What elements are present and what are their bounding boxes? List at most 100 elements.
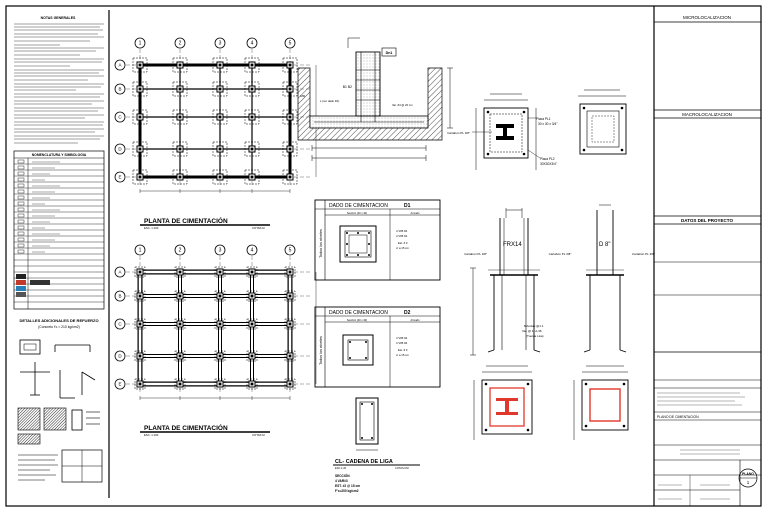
dado-d2-table: DADO DE CIMENTACION D2 Todos los niveles… (314, 306, 441, 388)
section-b-label: B1 B2 (343, 85, 352, 89)
anchor-line3: (Tuerca Lisa) (526, 334, 544, 338)
plan2-title: PLANTA DE CIMENTACIÓN (144, 423, 228, 432)
anchor-line2: Var. @ 1" A-36 (522, 329, 542, 333)
plan1-col-axis-1 (134, 37, 146, 49)
dado2-bar1: 4 V#5 #4 (396, 336, 408, 340)
plan1-row-axis-4 (114, 143, 126, 155)
plan1-row-axis-1 (114, 59, 126, 71)
foundation-plan-1: 1 2 3 4 5A B C D E (114, 37, 317, 193)
project-label: DATOS DEL PROYECTO (681, 218, 733, 223)
dado1-armado: Armado (410, 211, 420, 215)
plan1-row-axis-label: D (118, 147, 122, 152)
plan1-col-axis-3 (214, 37, 226, 49)
plan2-col-axis-label: 5 (289, 248, 292, 254)
sheet-number: 1 (747, 480, 750, 485)
dado-d1-table: DADO DE CIMENTACION D1 Todos los niveles… (314, 199, 441, 281)
plan2-col-axis-1 (134, 244, 146, 256)
chain-title: CL- CADENA DE LIGA (335, 459, 393, 465)
chain-spec4: F'c=200 kg/cm2 (335, 489, 359, 493)
section-right-note: Var. #4 @ 20 cm (392, 103, 413, 107)
plan2-unit: COTAS:M (252, 433, 265, 437)
plan2-row-axis-4 (114, 350, 126, 362)
plan1-col-axis-4 (246, 37, 258, 49)
plan2-col-axis-2 (174, 244, 186, 256)
dado1-bar1: 4 V#5 #4 (396, 229, 408, 233)
dado2-side: Todos los niveles (319, 336, 323, 365)
plan2-col-axis-label: 3 (219, 248, 222, 254)
sheet-label: PLANO (742, 472, 754, 476)
plan1-row-axis-label: E (118, 175, 121, 180)
plan2-row-axis-label: D (118, 354, 122, 359)
notes-column: NOTAS GENERALES NOMENCLATURA Y SIMBOLOGI… (13, 16, 105, 483)
details-subtitle: (Concreto f'c = 210 kg/cm2) (38, 325, 80, 329)
titleblock-textlines (657, 392, 745, 500)
plate-pl2: Placa PL2 (540, 157, 555, 161)
plan1-row-axis-label: C (118, 115, 122, 120)
anchor-line1: 8 Anclas @1.1 (524, 324, 544, 328)
elev-cart-left: Cartabón PL 3/8" (464, 252, 487, 256)
base-plate-details: Cartabón PL 3/8" Placa PL1 30 x 30 x 3/4… (447, 89, 627, 170)
plan2-scale: ESC. 1:100 (144, 433, 159, 437)
elev-cart-mid: Cartabón PL 3/8" (549, 252, 572, 256)
plan2-row-axis-label: B (118, 294, 121, 299)
plan1-col-axis-2 (174, 37, 186, 49)
plan2-row-axis-1 (114, 266, 126, 278)
plan1-col-axis-label: 2 (179, 41, 182, 47)
dado2-spacing: c/ a 15 cm (396, 353, 410, 357)
chain-spec3: EST. #2 @ 15 cm (335, 484, 360, 488)
details-bottom (18, 449, 103, 483)
macro-label: MACROLOCALIZACION (682, 112, 732, 117)
plan2-row-axis-label: A (118, 270, 121, 275)
dado2-id: D2 (404, 310, 411, 316)
plan1-col-axis-label: 5 (289, 41, 292, 47)
plan1-row-axis-2 (114, 83, 126, 95)
column1-label: FRX14 (503, 242, 522, 248)
dado2-title: DADO DE CIMENTACION (329, 310, 388, 316)
chain-spec1: SECCIÓN (335, 473, 350, 478)
plan1-row-axis-label: B (118, 87, 121, 92)
plan2-col-axis-label: 4 (251, 248, 254, 254)
plan1-title: PLANTA DE CIMENTACIÓN (144, 216, 228, 225)
dado1-bar2: 4 V#5 #4 (396, 234, 408, 238)
chain-scale: ESC 1:20 (335, 466, 347, 470)
plate-pl1-size: 30 x 30 x 3/4" (538, 122, 557, 126)
column2-label: D 8" (599, 242, 610, 248)
dado1-spacing: c/ a 15 cm (396, 246, 410, 250)
hatched-details (17, 407, 100, 445)
dado1-side: Todos los niveles (319, 229, 323, 258)
plan1-row-axis-5 (114, 171, 126, 183)
rebar-details (19, 339, 96, 399)
section-dc-label: Dn1 (386, 51, 393, 55)
title-block (654, 21, 761, 506)
dado1-est: Est. # 3 (398, 241, 408, 245)
plate-pl2-size: 30X30X3/4" (540, 162, 557, 166)
plate-cart-left: Cartabón PL 3/8" (447, 131, 470, 135)
dado2-section: Sección (40 x 40) (347, 318, 367, 322)
legend-title: NOMENCLATURA Y SIMBOLOGIA (32, 153, 87, 157)
chain-unit: COTAS:CM (395, 466, 409, 470)
dado1-id: D1 (404, 203, 411, 209)
chain-spec2: 4 VAR#3 (335, 479, 348, 483)
footing-section: Dn1 B1 B2 MR L (ver dado D1) Var. #4 @ 2… (297, 37, 453, 161)
micro-label: MICROLOCALIZACION (683, 15, 731, 20)
plan1-row-axis-label: A (118, 63, 121, 68)
plan1-col-axis-label: 3 (219, 41, 222, 47)
details-title: DETALLES ADICIONALES DE REFUERZO (19, 318, 98, 323)
plan2-row-axis-3 (114, 318, 126, 330)
plan1-col-axis-label: 4 (251, 41, 254, 47)
notes-title: NOTAS GENERALES (41, 16, 76, 20)
plan2-col-axis-3 (214, 244, 226, 256)
section-left-note: L (ver dado D1) (320, 99, 339, 103)
dado2-armado: Armado (410, 318, 420, 322)
plan2-row-axis-5 (114, 378, 126, 390)
plan1-col-axis-label: 1 (139, 41, 142, 47)
chain-detail: CL- CADENA DE LIGA ESC 1:20 COTAS:CM SEC… (333, 397, 420, 493)
section-mr-label: MR (300, 94, 305, 98)
plan1-unit: COTAS:M (252, 226, 265, 230)
column-elevations: FRX14 D 8" Cartabón PL 3/8" Cartabón PL … (464, 204, 655, 356)
dado2-est: Est. # 3 (398, 348, 408, 352)
dado1-section: Sección (40 x 40) (347, 211, 367, 215)
sheet-content-label: PLANO DE CIMENTACION (657, 415, 699, 419)
dado2-bar2: 4 V#5 #4 (396, 341, 408, 345)
